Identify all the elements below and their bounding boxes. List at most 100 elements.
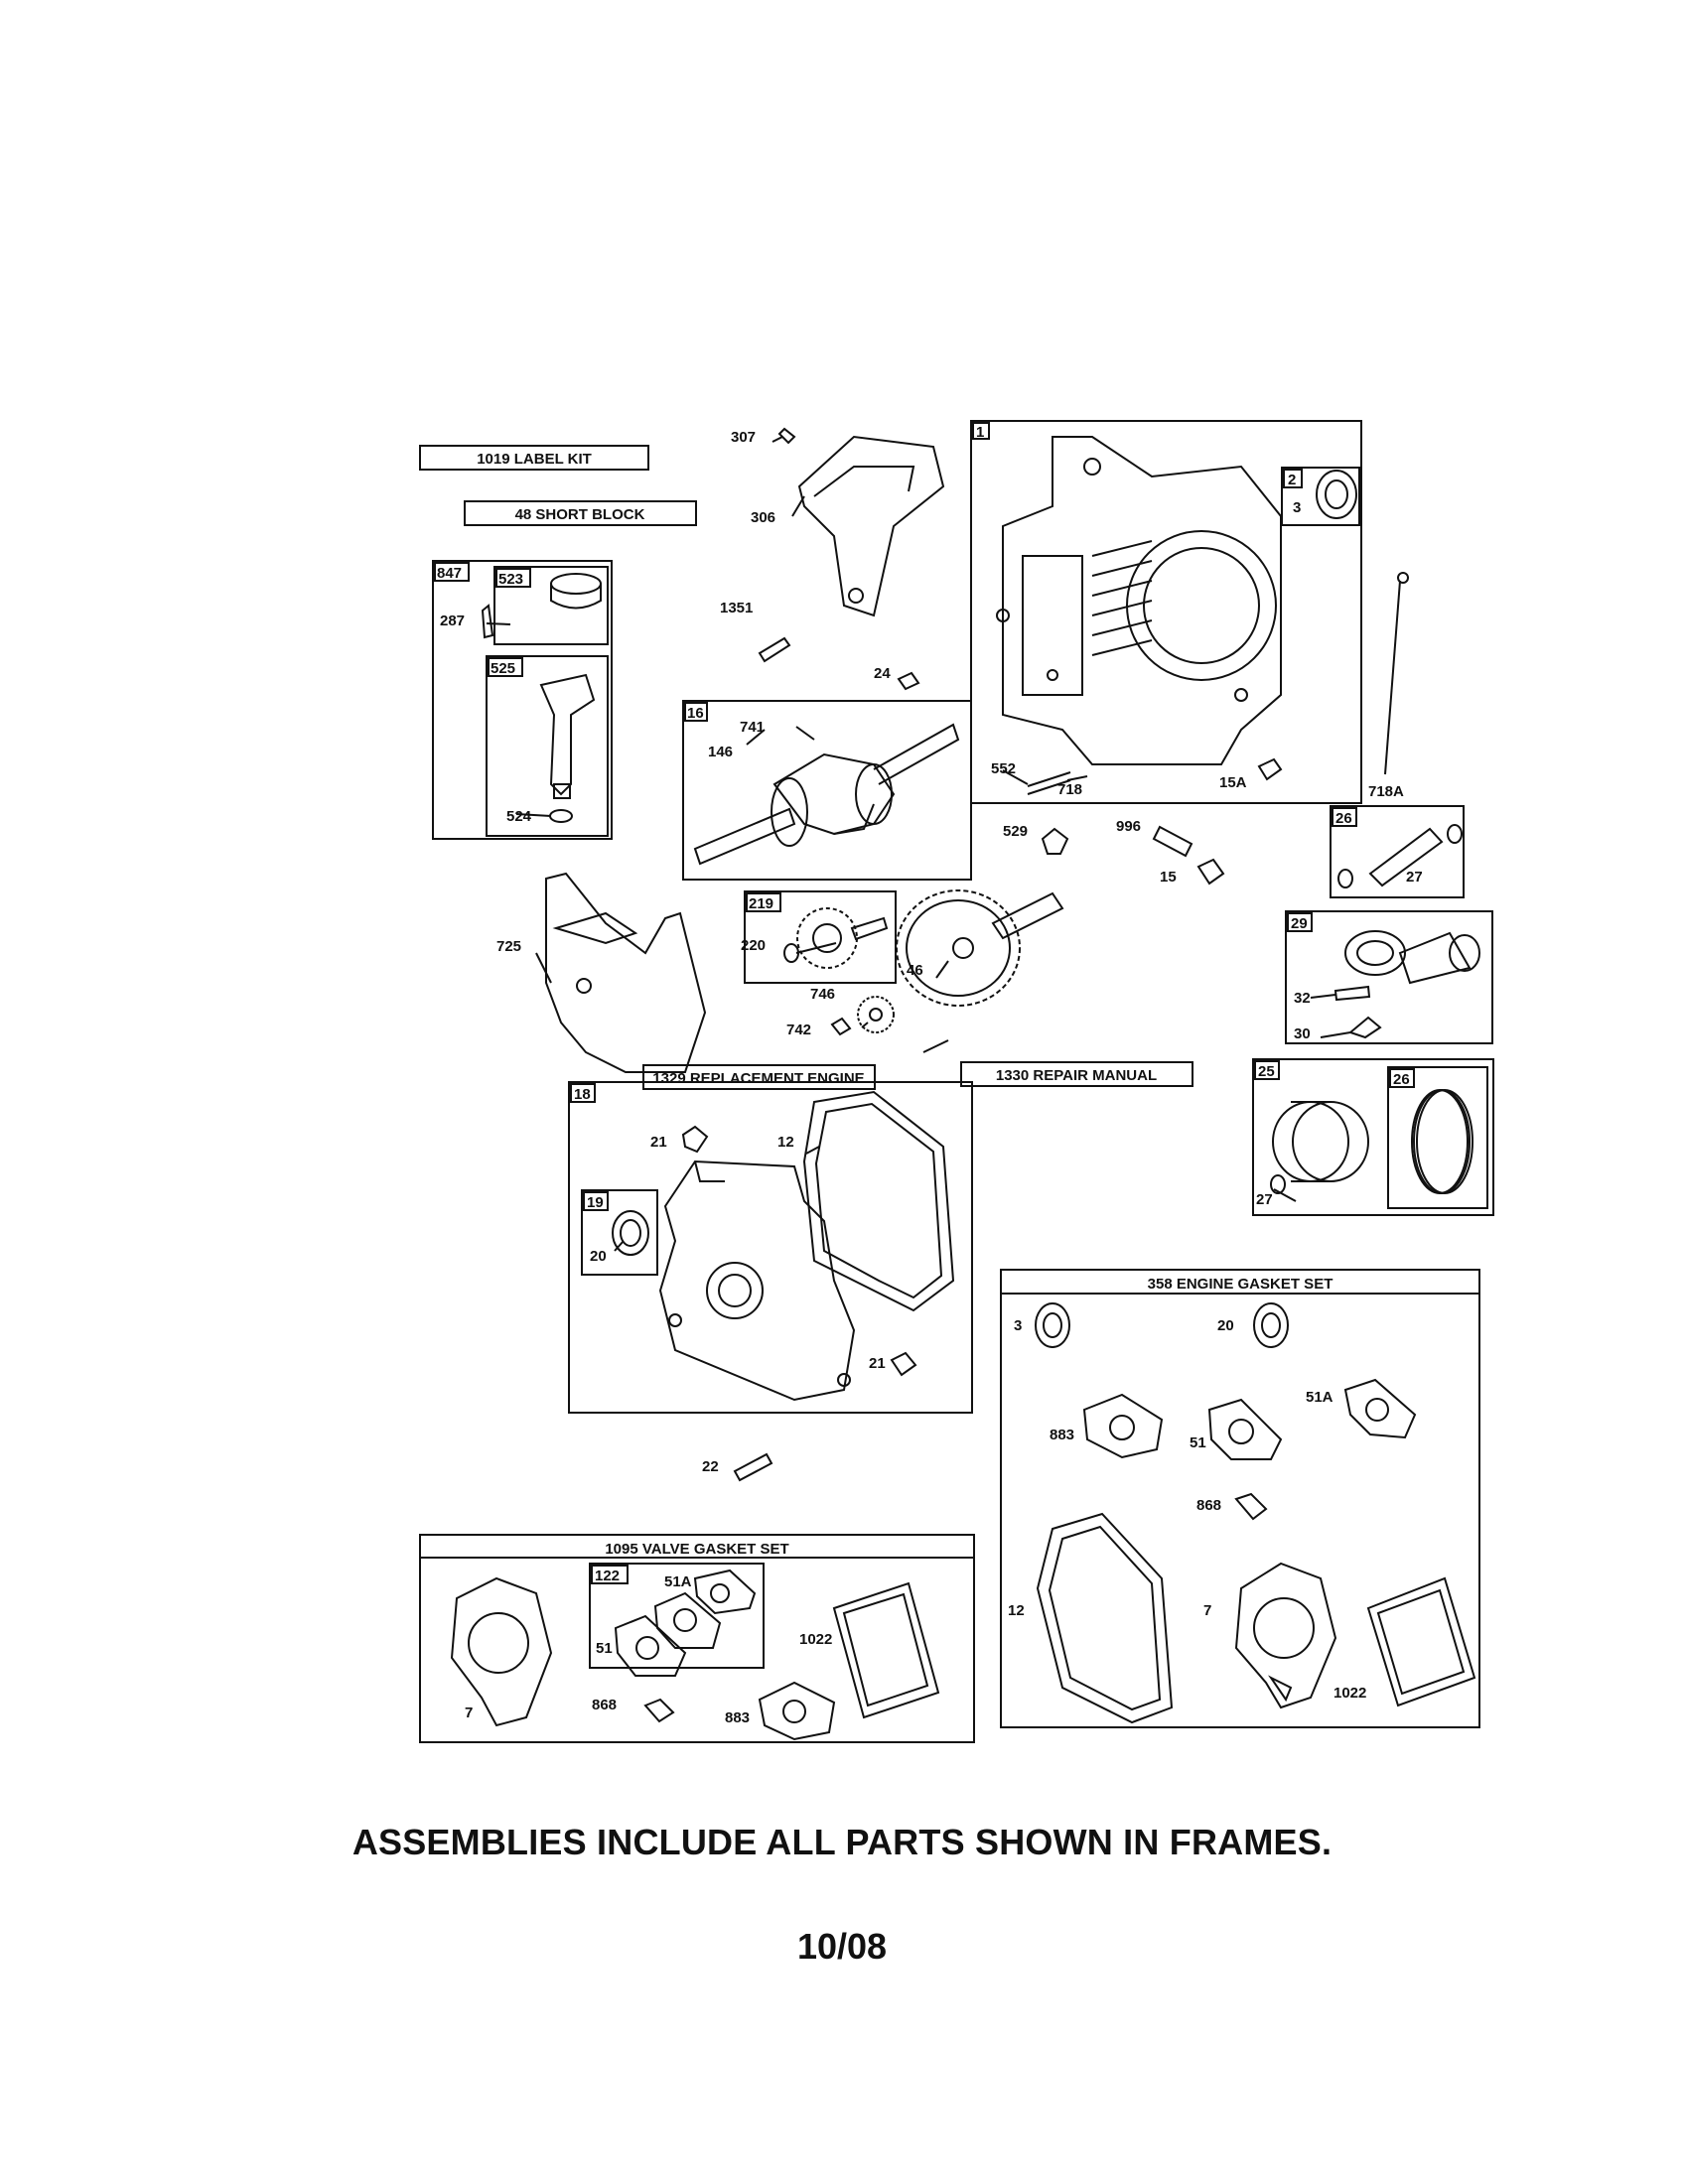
- valve-cover-gasket-1022-icon: [1366, 1576, 1476, 1707]
- part-label: 20: [590, 1248, 607, 1265]
- screw-307-icon: [777, 427, 796, 445]
- nut-529-icon: [1041, 827, 1069, 855]
- engine-gasket-set-title: 358 ENGINE GASKET SET: [1148, 1276, 1333, 1293]
- governor-shaft-icon: [850, 916, 889, 941]
- camshaft-gear-icon: [896, 889, 1064, 1007]
- crankcase-cover-icon: [658, 1160, 856, 1402]
- gasket-51a-icon: [1343, 1378, 1417, 1439]
- valve-gasket-set-title: 1095 VALVE GASKET SET: [605, 1541, 788, 1558]
- part-label: 1022: [1333, 1685, 1366, 1702]
- seal-868-valve-icon: [643, 1698, 675, 1723]
- gasket-51-valve-icon: [614, 1614, 687, 1677]
- part-label: 718: [1057, 781, 1082, 798]
- dipstick-tube-icon: [1384, 580, 1401, 775]
- part-label: 746: [810, 986, 835, 1003]
- part-label: 883: [725, 1709, 750, 1726]
- frame-tag-219: 219: [749, 895, 773, 912]
- piston-icon: [1272, 1101, 1369, 1182]
- gasket-51-icon: [1207, 1398, 1283, 1460]
- part-label: 552: [991, 760, 1016, 777]
- frame-29: [1285, 910, 1493, 1044]
- stud-996-icon: [1152, 825, 1193, 858]
- part-label: 51: [596, 1640, 613, 1657]
- part-label: 741: [740, 719, 765, 736]
- seal-3-gasket-icon: [1035, 1302, 1070, 1348]
- replacement-engine-title: 1329 REPLACEMENT ENGINE: [652, 1070, 864, 1087]
- gasket-51a-valve-icon: [693, 1569, 757, 1615]
- part-label: 46: [907, 962, 923, 979]
- bolt-32-icon: [1333, 985, 1371, 1002]
- part-label: 51A: [664, 1573, 692, 1590]
- part-label: 146: [708, 744, 733, 760]
- part-label: 220: [741, 937, 766, 954]
- cylinder-block-icon: [996, 436, 1282, 765]
- frame-tag-122: 122: [595, 1568, 620, 1584]
- frame-tag-523: 523: [498, 571, 523, 588]
- part-label: 742: [786, 1022, 811, 1038]
- bolt-22-icon: [733, 1452, 773, 1482]
- frame-tag-1: 1: [976, 424, 984, 441]
- part-label: 287: [440, 613, 465, 629]
- piston-rings-icon: [1411, 1089, 1474, 1194]
- part-label: 3: [1014, 1317, 1022, 1334]
- repair-manual-box: [960, 1061, 1193, 1087]
- gasket-12-set-icon: [1036, 1512, 1174, 1724]
- part-label: 3: [1293, 499, 1301, 516]
- plug-21b-icon: [890, 1351, 917, 1377]
- frame-tag-29: 29: [1291, 915, 1308, 932]
- gasket-883-valve-icon: [758, 1681, 836, 1741]
- revision-date: 10/08: [796, 1926, 888, 1967]
- part-label: 725: [496, 938, 521, 955]
- clip-27-icon: [1270, 1174, 1286, 1194]
- dipper-30-icon: [1347, 1016, 1382, 1039]
- frame-525: [486, 655, 609, 837]
- part-label: 15A: [1219, 774, 1247, 791]
- frame-122: [589, 1563, 765, 1669]
- part-label: 24: [874, 665, 891, 682]
- o-ring-524-icon: [549, 809, 573, 823]
- frame-19: [581, 1189, 658, 1276]
- part-label: 307: [731, 429, 756, 446]
- part-label: 22: [702, 1458, 719, 1475]
- frame-tag-26-rings: 26: [1393, 1071, 1410, 1088]
- gasket-883-icon: [1082, 1393, 1164, 1459]
- valve-gasket-set-frame: [419, 1534, 975, 1743]
- plug-15-icon: [1196, 858, 1225, 886]
- part-label: 524: [506, 808, 532, 825]
- frame-847: [432, 560, 613, 840]
- head-gasket-7-icon: [1234, 1562, 1337, 1709]
- part-label: 883: [1050, 1427, 1074, 1443]
- part-label: 15: [1160, 869, 1177, 886]
- seal-3-icon: [1316, 470, 1357, 519]
- clip-icon: [1337, 869, 1353, 888]
- part-label: 21: [869, 1355, 886, 1372]
- oil-fill-tube-icon: [539, 673, 596, 799]
- frame-18: [568, 1081, 973, 1414]
- label-kit-box: [419, 445, 649, 471]
- part-label: 20: [1217, 1317, 1234, 1334]
- head-gasket-7-valve-icon: [450, 1576, 553, 1727]
- frame-1: [970, 420, 1362, 804]
- governor-gear-icon: [796, 907, 858, 969]
- frame-219: [744, 890, 897, 984]
- frame-tag-16: 16: [687, 705, 704, 722]
- part-label: 27: [1256, 1191, 1273, 1208]
- screw-287-icon: [481, 604, 494, 639]
- part-label: 718A: [1368, 783, 1404, 800]
- frame-tag-2: 2: [1288, 472, 1296, 488]
- plug-21-icon: [681, 1125, 709, 1154]
- label-kit-title: 1019 LABEL KIT: [477, 451, 592, 468]
- part-label: 21: [650, 1134, 667, 1151]
- gasket-12-icon: [802, 1090, 955, 1312]
- part-label: 868: [592, 1697, 617, 1713]
- part-label: 7: [465, 1705, 473, 1721]
- washer-220-icon: [783, 943, 799, 963]
- frame-tag-19: 19: [587, 1194, 604, 1211]
- part-label: 1022: [799, 1631, 832, 1648]
- gasket-middle-valve-icon: [653, 1591, 722, 1649]
- replacement-engine-box: [642, 1064, 876, 1090]
- repair-manual-title: 1330 REPAIR MANUAL: [996, 1067, 1157, 1084]
- dowel-552-icon: [1027, 771, 1071, 795]
- frame-523: [493, 566, 609, 645]
